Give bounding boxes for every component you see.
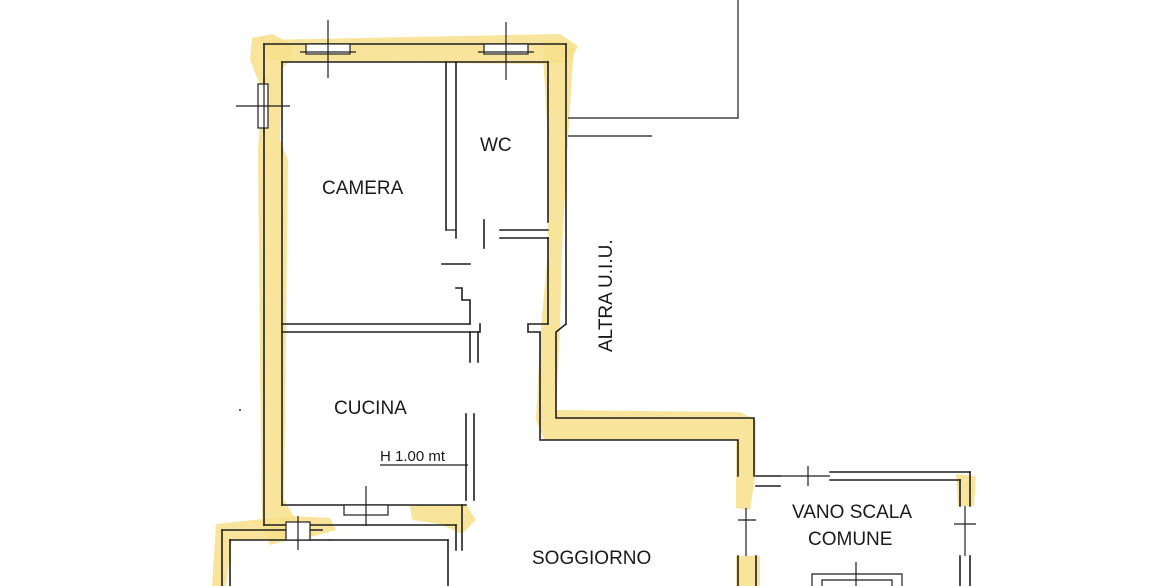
room-labels: CAMERA WC CUCINA H 1.00 mt SOGGIORNO ALT… [322, 135, 912, 569]
label-cucina: CUCINA [334, 398, 407, 419]
label-altra-uiu: ALTRA U.I.U. [596, 239, 617, 352]
highlight-right-inner-wall [536, 40, 756, 510]
speck [239, 409, 241, 411]
label-comune: COMUNE [808, 529, 892, 550]
highlight-top-wall [262, 34, 578, 64]
highlight-left-wall [250, 34, 296, 545]
highlight-soggiorno-right [736, 556, 760, 586]
highlight-vano-corner [956, 474, 976, 506]
label-height-note: H 1.00 mt [380, 448, 446, 465]
label-wc: WC [480, 135, 512, 156]
boundary-top-right [568, 0, 739, 119]
highlight-bottom-mid [410, 504, 476, 534]
windows [236, 20, 976, 556]
label-soggiorno: SOGGIORNO [532, 548, 651, 569]
label-vano-scala: VANO SCALA [792, 502, 912, 523]
external-boundary [568, 0, 739, 137]
label-camera: CAMERA [322, 178, 404, 199]
